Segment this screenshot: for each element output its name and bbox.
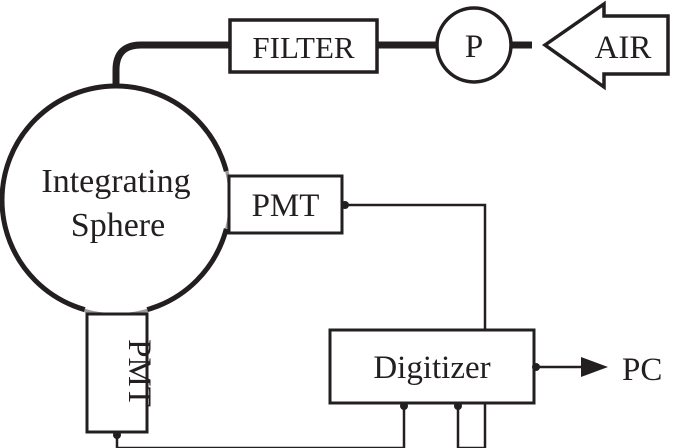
- pump-label: P: [465, 29, 483, 65]
- air-label: AIR: [595, 30, 652, 66]
- digitizer-box: [328, 328, 536, 405]
- side-pmt-connector-dot: [341, 201, 349, 209]
- sphere-to-filter-tube: [112, 41, 230, 86]
- sphere-label-line2: Sphere: [71, 207, 165, 244]
- pc-label: PC: [622, 352, 662, 388]
- digitizer-extra-wire: [456, 403, 487, 448]
- digitizer-label: Digitizer: [373, 350, 490, 386]
- bottom-pmt-signal-wire: [115, 404, 406, 448]
- pc-arrowhead: [581, 357, 608, 377]
- integrating-sphere: [0, 83, 233, 317]
- pump-circle: [435, 6, 513, 84]
- filter-label: FILTER: [252, 30, 355, 65]
- air-inlet-arrow: [541, 0, 670, 91]
- bottom-pmt-connector-dot: [113, 431, 121, 439]
- bottom-pmt-label: PMT: [121, 339, 157, 407]
- sphere-label-line1: Integrating: [41, 163, 190, 200]
- filter-box: [228, 18, 379, 74]
- side-pmt-box: [227, 174, 344, 235]
- side-pmt-label: PMT: [252, 188, 320, 224]
- side-pmt-signal-wire: [345, 203, 487, 330]
